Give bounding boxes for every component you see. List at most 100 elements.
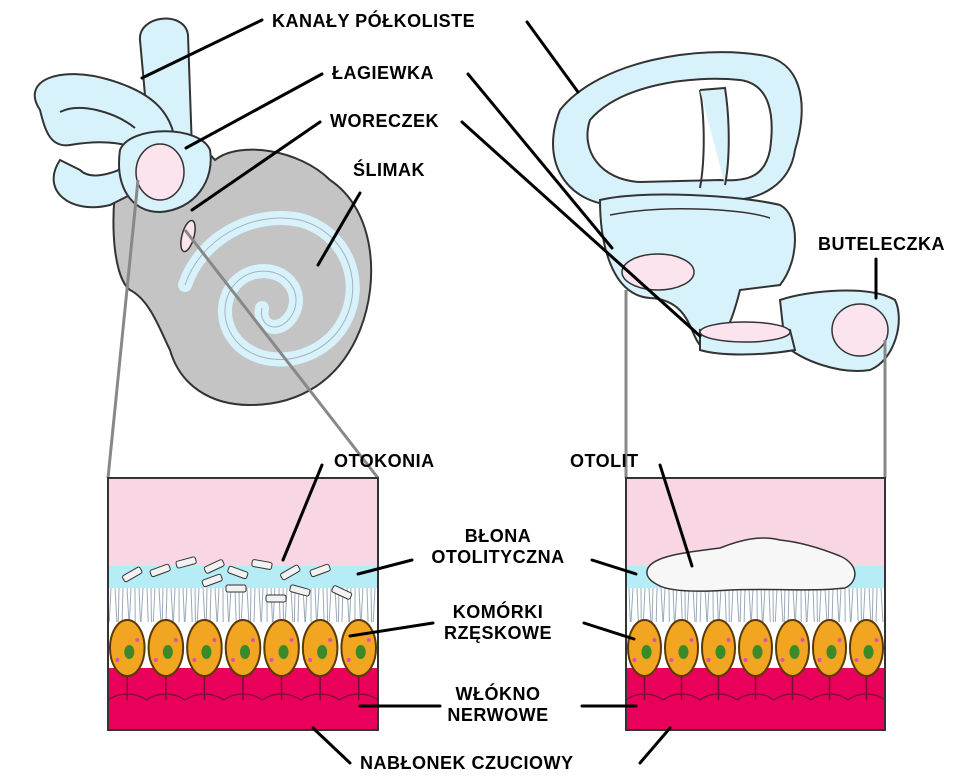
hair-cell-nucleus bbox=[201, 645, 211, 659]
cilium bbox=[788, 588, 789, 622]
left-labyrinth bbox=[35, 19, 371, 405]
cilium bbox=[851, 588, 853, 622]
cilium bbox=[329, 588, 331, 622]
hair-cell-granule bbox=[135, 638, 139, 642]
hair-cell-granule bbox=[781, 658, 785, 662]
cilium bbox=[643, 588, 645, 622]
hair-cell-granule bbox=[174, 638, 178, 642]
hair-cell-nucleus bbox=[864, 645, 874, 659]
cilium bbox=[247, 588, 249, 622]
cilium bbox=[122, 588, 123, 622]
cilium bbox=[259, 588, 261, 622]
label-utricle: ŁAGIEWKA bbox=[332, 63, 434, 84]
cilium bbox=[631, 588, 633, 622]
utricle-macula-left bbox=[136, 144, 184, 200]
cilium bbox=[857, 588, 858, 622]
hair-cell-granule bbox=[270, 658, 274, 662]
cilium bbox=[719, 588, 721, 622]
cilium bbox=[162, 588, 163, 622]
cilium bbox=[737, 588, 739, 622]
cilium bbox=[254, 588, 255, 622]
label-nerve-fiber: WŁÓKNO NERWOWE bbox=[398, 684, 598, 726]
cilium bbox=[261, 588, 263, 622]
hair-cell-granule bbox=[744, 658, 748, 662]
cilium bbox=[371, 588, 372, 622]
hair-cell-granule bbox=[855, 658, 859, 662]
cilium bbox=[656, 588, 657, 622]
label-saccule: WORECZEK bbox=[330, 111, 439, 132]
cilium bbox=[291, 588, 293, 622]
cilium bbox=[872, 588, 873, 622]
cilium bbox=[197, 588, 199, 622]
cilium bbox=[159, 588, 161, 622]
cilium bbox=[819, 588, 821, 622]
cilium bbox=[361, 588, 363, 622]
cilium bbox=[793, 588, 795, 622]
hair-cell-granule bbox=[670, 658, 674, 662]
cilium bbox=[153, 588, 155, 622]
hair-cell-nucleus bbox=[279, 645, 289, 659]
hair-cell-nucleus bbox=[317, 645, 327, 659]
hair-cell-nucleus bbox=[124, 645, 134, 659]
cilium bbox=[173, 588, 175, 622]
cilium bbox=[807, 588, 809, 622]
cilium bbox=[881, 588, 883, 622]
hair-cell-granule bbox=[347, 658, 351, 662]
hair-cell-granule bbox=[290, 638, 294, 642]
cilium bbox=[839, 588, 841, 622]
cilium bbox=[115, 588, 117, 622]
cilium bbox=[663, 588, 665, 622]
cilium bbox=[129, 588, 131, 622]
cilium bbox=[217, 588, 219, 622]
cilium bbox=[203, 588, 205, 622]
cilium bbox=[235, 588, 236, 622]
cilium bbox=[317, 588, 319, 622]
cilium bbox=[183, 588, 184, 622]
cilium bbox=[109, 588, 111, 622]
hair-cell-nucleus bbox=[163, 645, 173, 659]
hair-cell-granule bbox=[764, 638, 768, 642]
cilium bbox=[271, 588, 272, 622]
cilium bbox=[869, 588, 871, 622]
cilium bbox=[171, 588, 173, 622]
hair-cell-nucleus bbox=[642, 645, 652, 659]
cilium bbox=[273, 588, 275, 622]
cilium bbox=[876, 588, 877, 622]
hair-cell-granule bbox=[818, 658, 822, 662]
hair-cell-nucleus bbox=[753, 645, 763, 659]
cilium bbox=[705, 588, 707, 622]
cilium bbox=[229, 588, 231, 622]
cilium bbox=[673, 588, 674, 622]
hair-cell-granule bbox=[727, 638, 731, 642]
cilium bbox=[696, 588, 697, 622]
cilium bbox=[707, 588, 709, 622]
cilium bbox=[166, 588, 167, 622]
cilium bbox=[285, 588, 287, 622]
cilium bbox=[279, 588, 280, 622]
cilium bbox=[359, 588, 361, 622]
hair-cell-nucleus bbox=[240, 645, 250, 659]
cilium bbox=[813, 588, 814, 622]
cilium bbox=[849, 588, 850, 622]
cilium bbox=[250, 588, 251, 622]
cilium bbox=[675, 588, 677, 622]
right-labyrinth bbox=[553, 52, 899, 371]
cilium bbox=[740, 588, 741, 622]
gel-layer-left bbox=[108, 478, 378, 566]
cilium bbox=[725, 588, 726, 622]
cilium bbox=[127, 588, 129, 622]
cilium bbox=[784, 588, 785, 622]
right-macula-inset bbox=[626, 478, 885, 730]
cilium bbox=[283, 588, 284, 622]
cilium bbox=[837, 588, 839, 622]
cilium bbox=[206, 588, 207, 622]
cilium bbox=[781, 588, 783, 622]
label-otolithic-membrane: BŁONA OTOLITYCZNA bbox=[398, 526, 598, 568]
cilium bbox=[327, 588, 328, 622]
cilium bbox=[629, 588, 630, 622]
cilium bbox=[367, 588, 368, 622]
cilium bbox=[825, 588, 827, 622]
hair-cell-granule bbox=[212, 638, 216, 642]
cilium bbox=[717, 588, 718, 622]
label-hair-cells: KOMÓRKI RZĘSKOWE bbox=[398, 602, 598, 644]
